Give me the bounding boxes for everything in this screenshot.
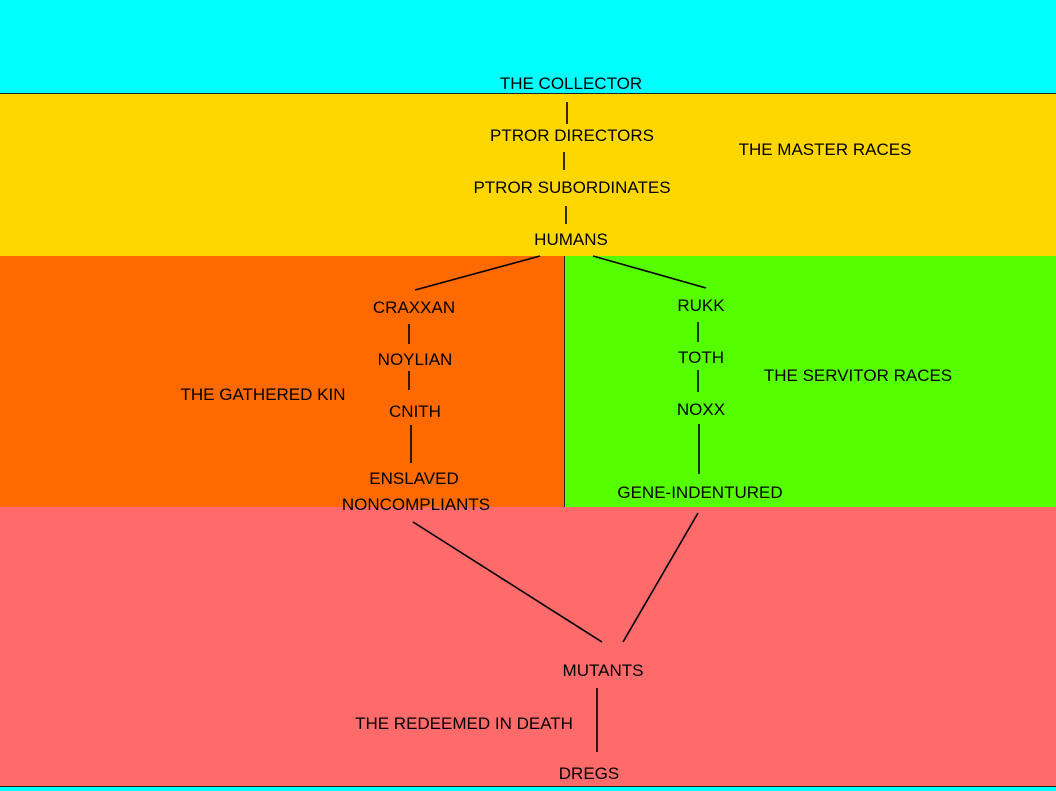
- node-ptror-subordinates: PTROR SUBORDINATES: [473, 178, 671, 197]
- node-enslaved: ENSLAVED: [369, 469, 459, 488]
- node-cnith: CNITH: [389, 402, 441, 421]
- node-rukk: RUKK: [677, 296, 725, 315]
- group-label-gathered-kin: THE GATHERED KIN: [180, 385, 346, 404]
- node-noxx: NOXX: [676, 400, 726, 419]
- link-gene-mutants: [622, 512, 699, 643]
- link-enslaved-mutants: [412, 521, 603, 643]
- band-master-races: [0, 93, 1056, 257]
- node-craxxan: CRAXXAN: [372, 298, 456, 317]
- node-gene-indentured: GENE-INDENTURED: [617, 483, 783, 502]
- band-top: [0, 0, 1056, 94]
- node-noncompliants: NONCOMPLIANTS: [341, 495, 491, 514]
- band-redeemed-in-death: [0, 507, 1056, 787]
- node-dregs: DREGS: [558, 764, 620, 783]
- node-humans: HUMANS: [534, 230, 608, 249]
- link-humans-rukk: [592, 255, 707, 289]
- node-noylian: NOYLIAN: [377, 350, 453, 369]
- link-humans-craxxan: [414, 255, 541, 291]
- group-label-redeemed-in-death: THE REDEEMED IN DEATH: [355, 714, 573, 733]
- group-label-master-races: THE MASTER RACES: [738, 140, 912, 159]
- group-label-servitor-races: THE SERVITOR RACES: [763, 366, 953, 385]
- node-the-collector: THE COLLECTOR: [499, 74, 643, 93]
- node-toth: TOTH: [678, 348, 724, 367]
- node-ptror-directors: PTROR DIRECTORS: [489, 126, 655, 145]
- band-bottom: [0, 787, 1056, 791]
- node-mutants: MUTANTS: [562, 661, 644, 680]
